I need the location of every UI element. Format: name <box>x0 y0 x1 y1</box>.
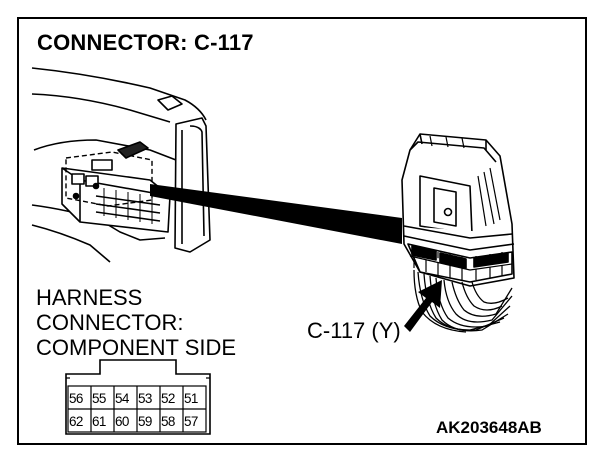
harness-label-line: COMPONENT SIDE <box>36 335 237 360</box>
pin-label: 55 <box>92 391 106 406</box>
harness-label-line: CONNECTOR: <box>36 310 184 335</box>
enlarged-connector-illustration <box>401 133 515 287</box>
pin-label: 56 <box>69 391 83 406</box>
projection-wedge <box>150 184 402 244</box>
diagram-title: CONNECTOR: C-117 <box>37 30 254 55</box>
pin-label: 54 <box>115 391 130 406</box>
pin-label: 52 <box>161 391 175 406</box>
pin-label: 51 <box>184 391 198 406</box>
harness-label-line: HARNESS <box>36 285 143 310</box>
connector-callout-label: C-117 (Y) <box>307 318 401 343</box>
pin-label: 59 <box>138 414 152 429</box>
pin-label: 61 <box>92 414 106 429</box>
pin-label: 53 <box>138 391 152 406</box>
callout-arrow <box>404 280 442 332</box>
dashboard-illustration <box>31 67 211 263</box>
figure-id: AK203648AB <box>436 418 542 437</box>
pin-label: 58 <box>161 414 175 429</box>
pin-label: 62 <box>69 414 83 429</box>
connector-face-diagram: 56 55 54 53 52 51 62 61 60 59 58 57 <box>65 359 211 435</box>
pin-label: 60 <box>115 414 129 429</box>
pin-label: 57 <box>184 414 198 429</box>
